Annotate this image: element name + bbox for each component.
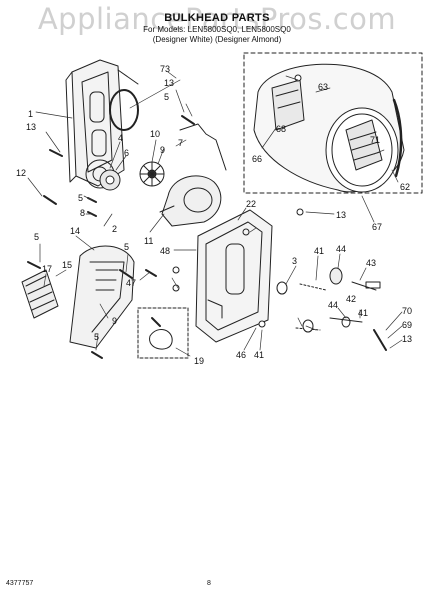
callout-41-b: 41 [358, 308, 368, 318]
callout-12: 12 [16, 168, 26, 178]
dryer-drum [253, 63, 405, 193]
idler-pulley-assembly [85, 159, 121, 191]
callout-22: 22 [246, 199, 256, 209]
callout-68: 68 [276, 124, 286, 134]
callout-13-b: 13 [164, 78, 174, 88]
document-number: 4377757 [6, 580, 34, 587]
callout-67: 67 [372, 222, 382, 232]
callout-11: 11 [144, 236, 153, 246]
callout-7: 7 [178, 138, 183, 148]
callout-66: 66 [252, 154, 262, 164]
callout-71: 71 [370, 135, 380, 145]
callout-42: 42 [346, 294, 356, 304]
thermal-fuse [276, 281, 288, 295]
callout-46: 46 [236, 350, 246, 360]
page-title: BULKHEAD PARTS [164, 12, 270, 24]
callout-63: 63 [318, 82, 328, 92]
callout-6: 6 [124, 148, 129, 158]
callout-9: 9 [112, 316, 117, 326]
callout-47: 47 [126, 278, 136, 288]
callout-41-a: 41 [314, 246, 324, 256]
callout-15: 15 [62, 260, 72, 270]
callout-14: 14 [70, 226, 80, 236]
callout-73: 73 [160, 64, 170, 74]
wire-harness [149, 328, 173, 350]
callout-44-a: 44 [336, 244, 346, 254]
thermostat [329, 267, 343, 285]
callout-5-d: 5 [124, 242, 129, 252]
callout-41-c: 41 [254, 350, 264, 360]
callout-labels: 1 13 12 5 8 2 4 6 10 9 7 11 73 13 5 22 6… [16, 64, 412, 366]
callout-19: 19 [194, 356, 204, 366]
callout-13-a: 13 [26, 122, 36, 132]
callout-13-c: 13 [336, 210, 346, 220]
callout-9-top: 9 [160, 145, 165, 155]
model-numbers: For Models: LEN5800SQ0, LEN5800SQ0 [143, 25, 291, 34]
drum-callout-box [243, 52, 423, 194]
callout-5-a: 5 [78, 193, 83, 203]
callout-3: 3 [292, 256, 297, 266]
model-colors: (Designer White) (Designer Almond) [152, 35, 282, 44]
harness-callout-box [137, 307, 189, 359]
callout-43: 43 [366, 258, 376, 268]
page-number: 8 [207, 580, 211, 587]
callout-17: 17 [42, 264, 52, 274]
front-drum-seal [109, 89, 139, 131]
callout-70: 70 [402, 306, 412, 316]
callout-1: 1 [28, 109, 33, 119]
drum-seal [392, 98, 403, 178]
lint-screen [21, 269, 59, 319]
callout-2: 2 [112, 224, 117, 234]
watermark: AppliancePartsPros.com [37, 2, 397, 36]
callout-44-b: 44 [328, 300, 338, 310]
callout-8: 8 [80, 208, 85, 218]
callout-5-c: 5 [34, 232, 39, 242]
rear-bulkhead-panel [65, 59, 125, 187]
callout-4: 4 [118, 133, 123, 143]
callout-13-d: 13 [402, 334, 412, 344]
gasket-lead [117, 69, 139, 85]
callout-leaders [27, 71, 403, 357]
front-bulkhead [195, 209, 273, 343]
callout-62: 62 [400, 182, 410, 192]
blower-wheel [139, 161, 165, 187]
callout-5-e: 5 [94, 332, 99, 342]
belt-wire [179, 123, 227, 171]
door-switch [373, 329, 387, 351]
lint-duct-assembly [69, 245, 135, 349]
blower-housing [159, 175, 222, 227]
callout-5-b: 5 [164, 92, 169, 102]
callout-10: 10 [150, 129, 160, 139]
callout-69: 69 [402, 320, 412, 330]
callout-48: 48 [160, 246, 170, 256]
